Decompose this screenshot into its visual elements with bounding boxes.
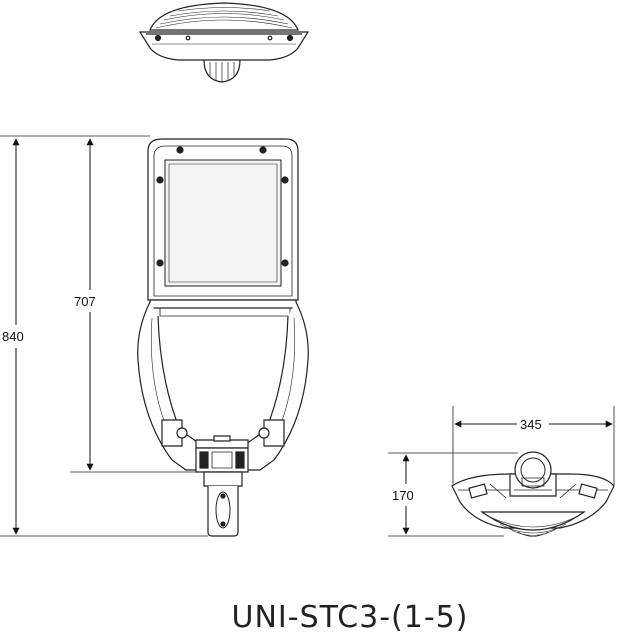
dimension-840-label: 840 bbox=[2, 329, 24, 344]
dimension-345: 345 bbox=[454, 417, 613, 432]
side-extension-lines bbox=[388, 406, 614, 536]
top-side-view bbox=[140, 3, 308, 82]
dimension-170: 170 bbox=[392, 454, 414, 535]
side-view bbox=[452, 452, 614, 537]
dimension-840: 840 bbox=[2, 138, 24, 535]
front-view bbox=[138, 139, 309, 536]
dimension-707-label: 707 bbox=[74, 294, 96, 309]
front-extension-lines bbox=[0, 136, 208, 536]
dimension-345-label: 345 bbox=[520, 417, 542, 432]
technical-drawing: 840 707 bbox=[0, 0, 618, 600]
dimension-170-label: 170 bbox=[392, 488, 414, 503]
dimension-707: 707 bbox=[74, 138, 96, 471]
model-title: UNI-STC3-(1-5) bbox=[231, 600, 469, 635]
